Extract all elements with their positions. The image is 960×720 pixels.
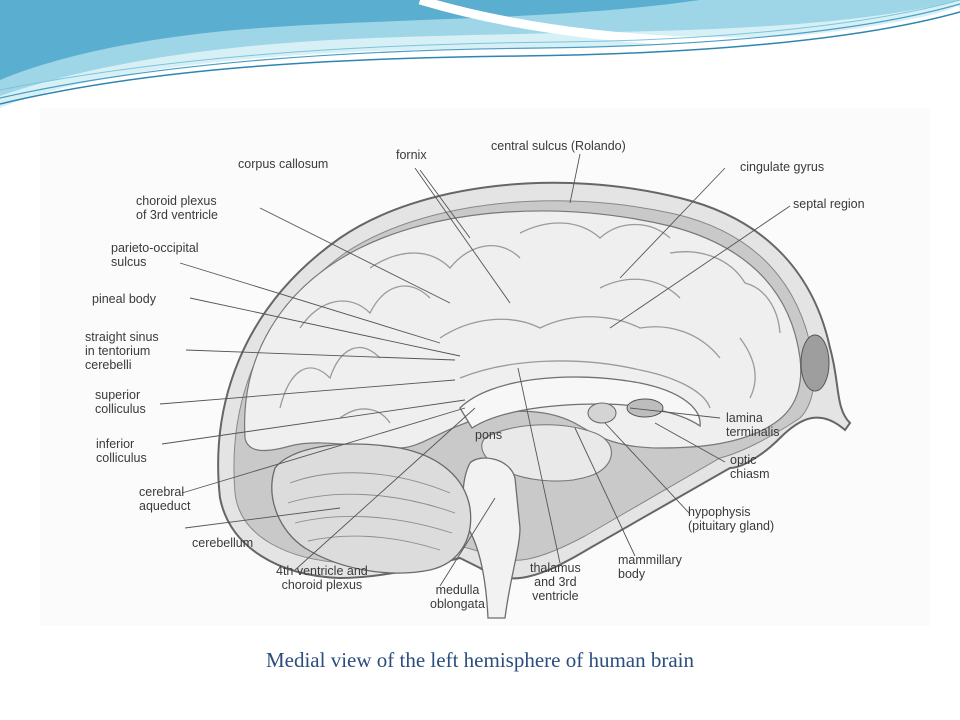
label-fourth-ventricle: 4th ventricle and choroid plexus [276,564,368,592]
label-cerebellum: cerebellum [192,536,254,550]
cerebellum-folia [287,472,456,551]
label-cerebral-aqueduct: cerebral aqueduct [139,485,191,513]
brain-diagram: fornix central sulcus (Rolando) corpus c… [40,108,930,626]
label-thalamus: thalamus and 3rd ventricle [530,561,581,603]
wave-line-2 [0,3,960,99]
wave-line-3 [0,0,960,91]
brain-illustration [159,153,852,619]
label-corpus-callosum: corpus callosum [238,157,329,171]
label-cingulate-gyrus: cingulate gyrus [740,160,825,174]
pituitary-shape [587,402,617,424]
cerebellum-shape [271,443,472,574]
label-hypophysis: hypophysis (pituitary gland) [688,505,775,533]
leader-lines [159,153,791,587]
optic-chiasm-shape [626,398,664,418]
label-fornix: fornix [396,148,427,162]
label-straight-sinus: straight sinus in tentorium cerebelli [85,330,159,372]
label-superior-colliculus: superior colliculus [95,388,146,416]
header-wave-decoration [0,0,960,108]
label-central-sulcus: central sulcus (Rolando) [491,139,626,153]
label-parieto-occipital: parieto-occipital sulcus [111,241,199,269]
corpus-callosum [459,376,701,429]
label-medulla: medulla oblongata [430,583,485,611]
frontal-sinus-shape [800,334,830,392]
wave-line-1 [0,11,960,105]
label-mammillary-body: mammillary body [618,553,682,581]
label-pineal-body: pineal body [92,292,156,306]
label-optic-chiasm: optic chiasm [730,453,770,481]
label-septal-region: septal region [793,197,865,211]
wave-white-stripe [418,0,960,47]
label-pons: pons [475,428,503,442]
gyri-pattern [279,222,781,424]
label-choroid-plexus-3rd: choroid plexus of 3rd ventricle [136,194,218,222]
wave-band-dark [0,0,700,80]
label-inferior-colliculus: inferior colliculus [96,437,147,465]
figure-caption: Medial view of the left hemisphere of hu… [265,648,695,672]
label-lamina-terminalis: lamina terminalis [726,411,780,439]
